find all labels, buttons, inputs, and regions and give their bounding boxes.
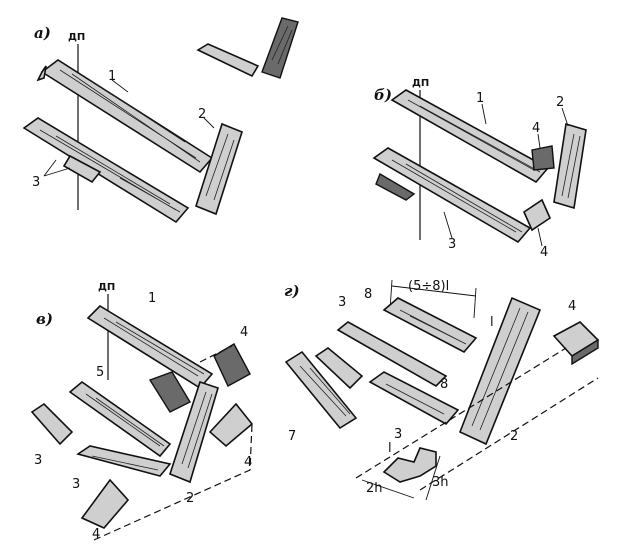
panel-v-piece-dark: [148, 371, 191, 413]
panel-a-num-3: 3: [32, 175, 40, 190]
panel-b-post-2: [553, 122, 587, 210]
panel-g-num-3-lower: 3: [394, 427, 402, 442]
panel-v-post-2-grain: [181, 391, 213, 469]
panel-b-num-4-upper: 4: [532, 121, 540, 136]
panel-g-num-8-upper: 8: [364, 287, 372, 302]
panel-g-post-2: [458, 296, 542, 446]
panel-g-dashed-outline: [355, 347, 599, 491]
panel-a-num-1: 1: [108, 69, 116, 84]
panel-v-beam-3-grain: [91, 455, 159, 471]
panel-v-post-2: [169, 380, 219, 484]
panel-g-num-l-lower: l: [388, 441, 392, 456]
panel-v-gusset-4-upper: [213, 343, 251, 387]
panel-b-leader-4-lower: [537, 227, 543, 247]
panel-v-num-3-left: 3: [34, 453, 42, 468]
panel-a-beam-3: [22, 117, 190, 224]
panel-v-gusset-4-lower: [80, 478, 130, 529]
panel-v-num-4-mid: 4: [244, 455, 252, 470]
panel-v-beam-1: [86, 304, 214, 390]
panel-b-beam-3-grain: [391, 159, 523, 233]
panel-a-leader-2: [203, 117, 215, 129]
panel-a-leader-1: [111, 79, 129, 93]
panel-b-num-3: 3: [448, 237, 456, 252]
panel-b-leader-2: [561, 107, 569, 127]
panel-g-label: г): [284, 282, 300, 300]
panel-v-label: в): [36, 310, 53, 328]
panel-g-dimension-label: (5÷8)l: [408, 279, 449, 294]
panel-g-num-3-upper: 3: [338, 295, 346, 310]
panel-v-piece-3-left: [30, 402, 74, 446]
panel-b-leader-4-upper: [537, 133, 541, 149]
panel-v-gusset-4-mid: [208, 402, 254, 448]
panel-g-dim-2h-line: [361, 479, 415, 499]
panel-b: б) ДП 1 2 3 4 4: [372, 78, 587, 260]
panel-a-leader-3: [43, 159, 71, 177]
panel-g-num-4: 4: [568, 299, 576, 314]
panel-v-num-3-lower: 3: [72, 477, 80, 492]
panel-b-num-4-lower: 4: [540, 245, 548, 260]
panel-v-num-2: 2: [186, 491, 194, 506]
panel-g: г) (5÷8)l 2h 3h 3 8: [284, 279, 600, 501]
panel-b-leader-3: [443, 211, 453, 239]
panel-g-num-8-lower: 8: [440, 377, 448, 392]
panel-g-dim-3h: 3h: [432, 475, 449, 490]
panel-a-beam-1-grain: [59, 69, 201, 163]
panel-v-num-1: 1: [148, 291, 156, 306]
panel-b-beam-3-notch: [375, 172, 416, 201]
panel-g-piece-7-grain: [299, 365, 351, 417]
panel-g-dim-3h-line: [425, 455, 441, 501]
panel-g-num-l-upper: l: [490, 315, 494, 330]
panel-g-beam-upper: [382, 297, 478, 354]
panel-g-beam-3: [368, 371, 460, 426]
panel-a-axis-label: ДП: [68, 32, 85, 43]
panel-a-piece-dark-grain: [271, 25, 293, 65]
panel-g-dimension-tick-right: [473, 287, 477, 319]
panel-g-dimension-line: [391, 285, 477, 297]
panel-b-num-2: 2: [556, 95, 564, 110]
panel-v-dashed-outline: [93, 345, 253, 541]
panel-v-beam-3: [76, 445, 172, 477]
panel-g-stepped-block: [382, 447, 437, 483]
panel-a-post-2-grain: [205, 133, 235, 201]
panel-g-num-7: 7: [288, 429, 296, 444]
panel-b-axis-label: ДП: [412, 78, 429, 89]
panel-b-beam-1-grain: [407, 99, 541, 173]
panel-v: в) ДП 1 2 3 3 4 4 4 5: [30, 282, 254, 542]
panel-g-beam-upper-grain: [399, 309, 467, 345]
panel-b-gusset-4-upper: [531, 145, 555, 171]
panel-g-block-4-side: [571, 338, 599, 366]
panel-v-num-4-upper: 4: [240, 325, 248, 340]
panel-a-num-2: 2: [198, 107, 206, 122]
panel-b-post-2-grain: [561, 133, 581, 199]
panel-g-piece-7: [284, 350, 358, 430]
panel-a: а) ДП 1 2 3: [22, 17, 299, 224]
panel-v-beam-5: [68, 380, 172, 458]
panel-g-beam-3-grain: [385, 383, 445, 415]
panel-v-beam-1-grain: [103, 317, 205, 377]
panel-g-post-2-grain: [471, 307, 529, 431]
panel-b-gusset-4-lower: [522, 198, 552, 232]
panel-g-dim-2h: 2h: [366, 481, 383, 496]
panel-b-label: б): [374, 86, 392, 104]
panel-v-num-4-lower: 4: [92, 527, 100, 542]
panel-a-beam-1-end: [36, 65, 47, 82]
panel-v-num-5: 5: [96, 365, 104, 380]
panel-g-piece-3-upper: [314, 347, 364, 390]
panel-b-leader-1: [481, 103, 487, 125]
panel-a-label: а): [34, 24, 51, 42]
panel-b-num-1: 1: [476, 91, 484, 106]
panel-a-piece-upper: [196, 43, 260, 78]
panel-g-bar-8: [336, 321, 448, 387]
panel-a-piece-dark: [261, 17, 299, 79]
panel-g-num-2: 2: [510, 429, 518, 444]
panel-v-axis-label: ДП: [98, 282, 115, 293]
panel-v-beam-5-grain: [85, 393, 165, 447]
panel-a-beam-3-notch: [62, 154, 102, 184]
panel-a-beam-3-grain: [39, 129, 181, 213]
